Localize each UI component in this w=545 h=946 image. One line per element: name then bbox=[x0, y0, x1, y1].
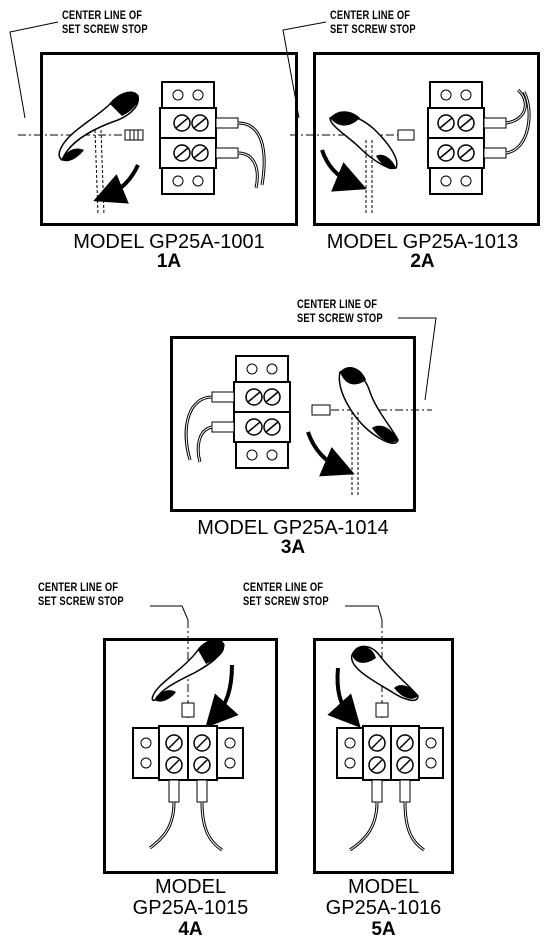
rotation-arrow-1a bbox=[93, 164, 140, 204]
figure-1a-label: 1A bbox=[156, 251, 182, 272]
figure-4a-model-line1: MODEL bbox=[154, 876, 227, 898]
leader-line-5a bbox=[345, 605, 383, 621]
figure-1a-drawing bbox=[9, 21, 266, 216]
figure-2a-drawing bbox=[282, 21, 531, 215]
lever-1a bbox=[58, 91, 140, 216]
figure-2a-caption: MODEL GP25A-1013 2A bbox=[300, 232, 545, 272]
leader-line-2a bbox=[282, 21, 327, 119]
leader-line-1a bbox=[9, 21, 59, 119]
figure-5a-model-line2: GP25A-1016 bbox=[325, 897, 442, 919]
lever-4a bbox=[151, 638, 225, 702]
figure-5a-label: 5A bbox=[371, 919, 396, 940]
figure-4a-model-line2: GP25A-1015 bbox=[132, 897, 249, 919]
terminal-block-5a bbox=[336, 725, 444, 852]
figure-3a-caption: MODEL GP25A-1014 3A bbox=[150, 518, 436, 558]
figure-3a-model: MODEL GP25A-1014 bbox=[197, 517, 389, 539]
lever-2a bbox=[329, 111, 398, 215]
rotation-arrow-3a bbox=[306, 431, 355, 477]
figure-5a-caption: MODEL GP25A-1016 5A bbox=[300, 876, 467, 941]
figure-1a-caption: MODEL GP25A-1001 1A bbox=[20, 232, 318, 272]
figure-3a-panel bbox=[170, 336, 416, 512]
set-screw-3a bbox=[311, 404, 331, 416]
terminal-block-1a bbox=[159, 81, 266, 195]
rotation-arrow-4a bbox=[205, 664, 239, 728]
lever-3a bbox=[338, 366, 399, 495]
leader-line-4a bbox=[150, 605, 189, 621]
figure-3a-label: 3A bbox=[280, 537, 306, 558]
figure-4a-drawing bbox=[132, 605, 244, 852]
terminal-block-4a bbox=[132, 725, 244, 852]
terminal-block-2a bbox=[427, 81, 531, 195]
set-screw-2a bbox=[397, 129, 415, 141]
leader-line-3a bbox=[398, 317, 437, 401]
rotation-arrow-2a bbox=[320, 149, 367, 192]
lever-5a bbox=[351, 645, 419, 702]
figure-4a-label: 4A bbox=[178, 919, 203, 940]
figure-2a-label: 2A bbox=[410, 251, 435, 272]
figure-3a-drawing bbox=[184, 317, 437, 495]
set-screw-5a bbox=[375, 702, 389, 718]
figure-1a-model: MODEL GP25A-1001 bbox=[73, 231, 265, 253]
figure-5a-model-line1: MODEL bbox=[347, 876, 420, 898]
rotation-arrow-5a bbox=[327, 667, 361, 728]
set-screw-4a bbox=[181, 702, 195, 718]
figure-2a-model: MODEL GP25A-1013 bbox=[326, 231, 519, 253]
figure-4a-caption: MODEL GP25A-1015 4A bbox=[103, 876, 278, 941]
figure-5a-drawing bbox=[327, 605, 444, 852]
terminal-block-3a bbox=[184, 355, 291, 469]
